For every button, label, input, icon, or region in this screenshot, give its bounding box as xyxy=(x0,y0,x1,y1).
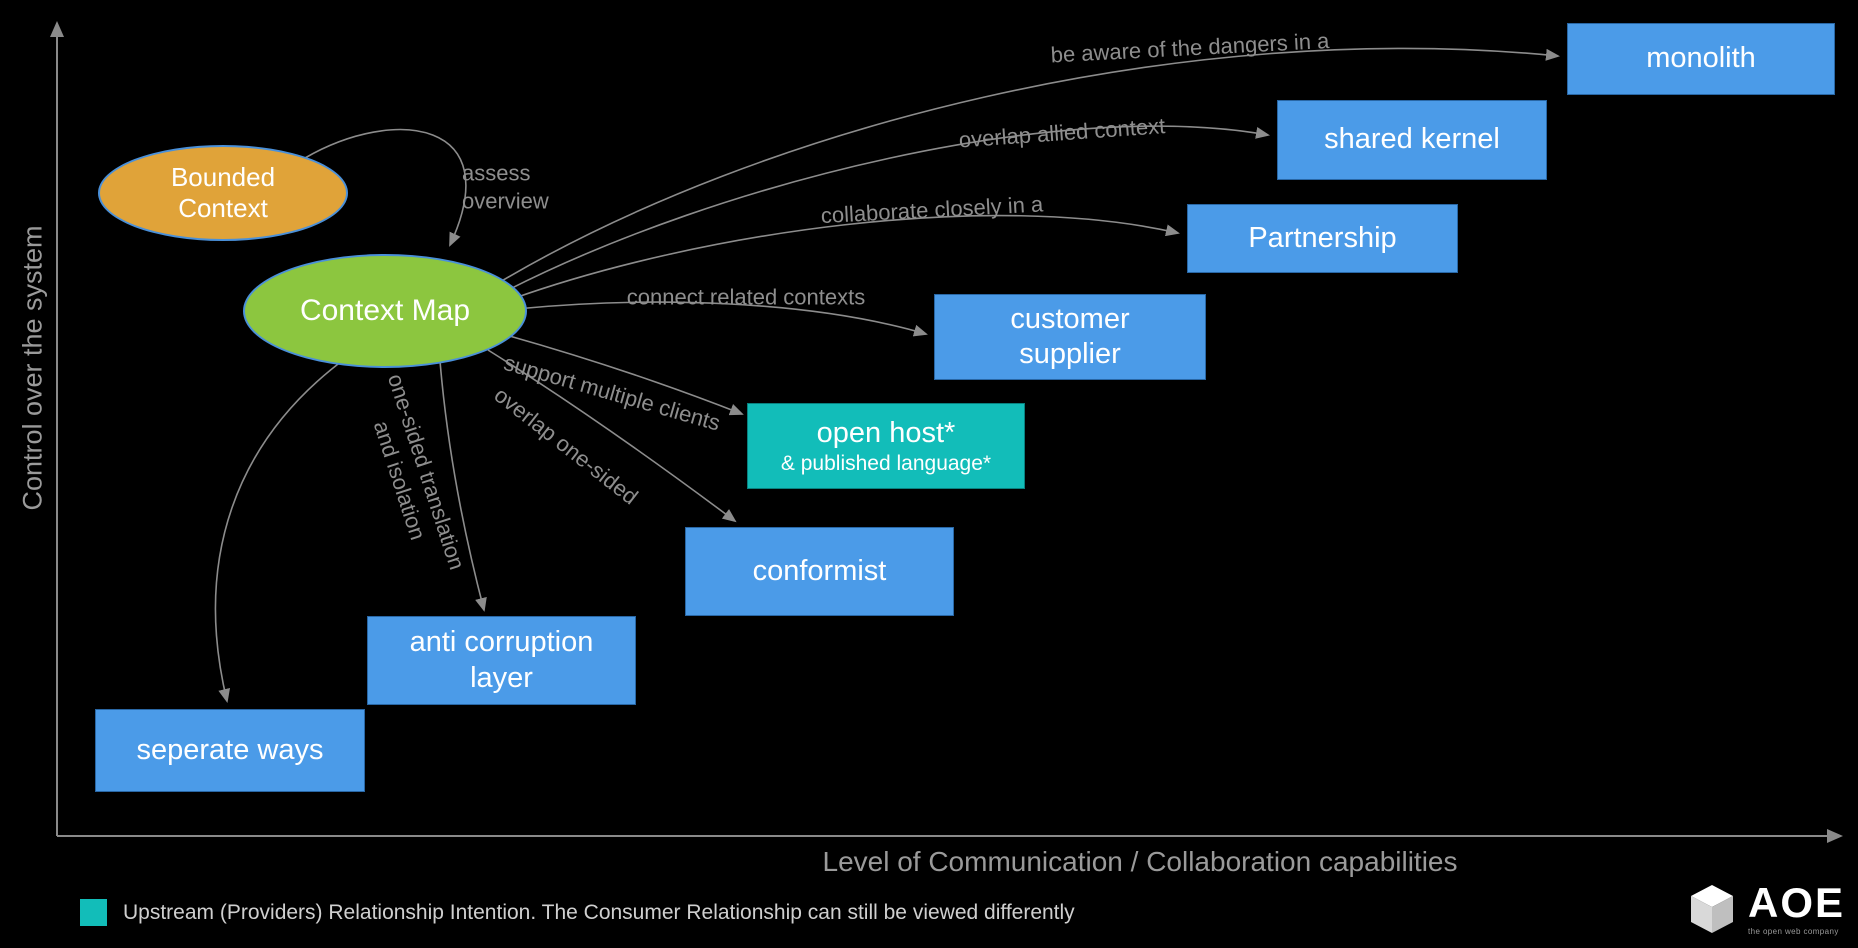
node-shared-kernel: shared kernel xyxy=(1277,100,1547,180)
legend-swatch xyxy=(80,899,107,926)
node-bounded-context: Bounded Context xyxy=(98,145,348,241)
customer-supplier-label-line2: supplier xyxy=(1019,338,1121,370)
edge-anti-corruption xyxy=(439,360,487,612)
node-conformist: conformist xyxy=(685,527,954,616)
node-customer-supplier: customer supplier xyxy=(934,294,1206,380)
bounded-context-label-line1: Bounded xyxy=(170,161,276,192)
edge-seperate-ways xyxy=(214,357,347,703)
node-context-map: Context Map xyxy=(243,254,527,368)
edge-label-customer-supplier: connect related contexts xyxy=(626,284,866,310)
anti-corruption-label-line2: layer xyxy=(470,661,533,694)
assess-label-line2: overview xyxy=(462,188,549,213)
open-host-label-line2: & published language* xyxy=(780,451,992,475)
bounded-context-label-line2: Context xyxy=(178,193,268,223)
edge-customer-supplier xyxy=(515,301,928,337)
anti-corruption-label-line1: anti corruption xyxy=(409,626,594,659)
node-anti-corruption-layer: anti corruption layer xyxy=(367,616,636,705)
aoe-logo-text-block: AOE the open web company xyxy=(1748,879,1846,937)
aoe-logo-text: AOE xyxy=(1748,879,1846,926)
customer-supplier-label-line1: customer xyxy=(1010,302,1130,335)
conformist-label: conformist xyxy=(752,554,887,587)
seperate-ways-label: seperate ways xyxy=(136,733,324,766)
y-axis-label: Control over the system xyxy=(17,225,48,511)
node-partnership: Partnership xyxy=(1187,204,1458,273)
assess-label-line1: assess xyxy=(462,160,531,186)
monolith-label: monolith xyxy=(1646,42,1756,75)
edge-label-assess-overview: assess overview xyxy=(462,160,549,215)
edge-conformist xyxy=(487,349,737,523)
aoe-tagline: the open web company xyxy=(1748,927,1839,936)
node-seperate-ways: seperate ways xyxy=(95,709,365,792)
context-map-label: Context Map xyxy=(299,294,471,327)
partnership-label: Partnership xyxy=(1248,221,1397,254)
aoe-cube-icon xyxy=(1691,885,1733,933)
edge-monolith xyxy=(499,47,1560,283)
legend-text: Upstream (Providers) Relationship Intent… xyxy=(123,900,1075,924)
shared-kernel-label: shared kernel xyxy=(1324,123,1500,156)
edge-assess-overview xyxy=(304,128,467,247)
node-open-host: open host* & published language* xyxy=(747,403,1025,489)
edge-partnership xyxy=(511,214,1180,300)
edge-shared-kernel xyxy=(505,125,1270,292)
open-host-label-line1: open host* xyxy=(816,416,956,449)
node-monolith: monolith xyxy=(1567,23,1835,95)
aoe-logo: AOE the open web company xyxy=(1688,882,1845,936)
x-axis-label: Level of Communication / Collaboration c… xyxy=(822,846,1458,877)
legend: Upstream (Providers) Relationship Intent… xyxy=(80,899,1075,926)
edge-open-host xyxy=(505,334,744,416)
